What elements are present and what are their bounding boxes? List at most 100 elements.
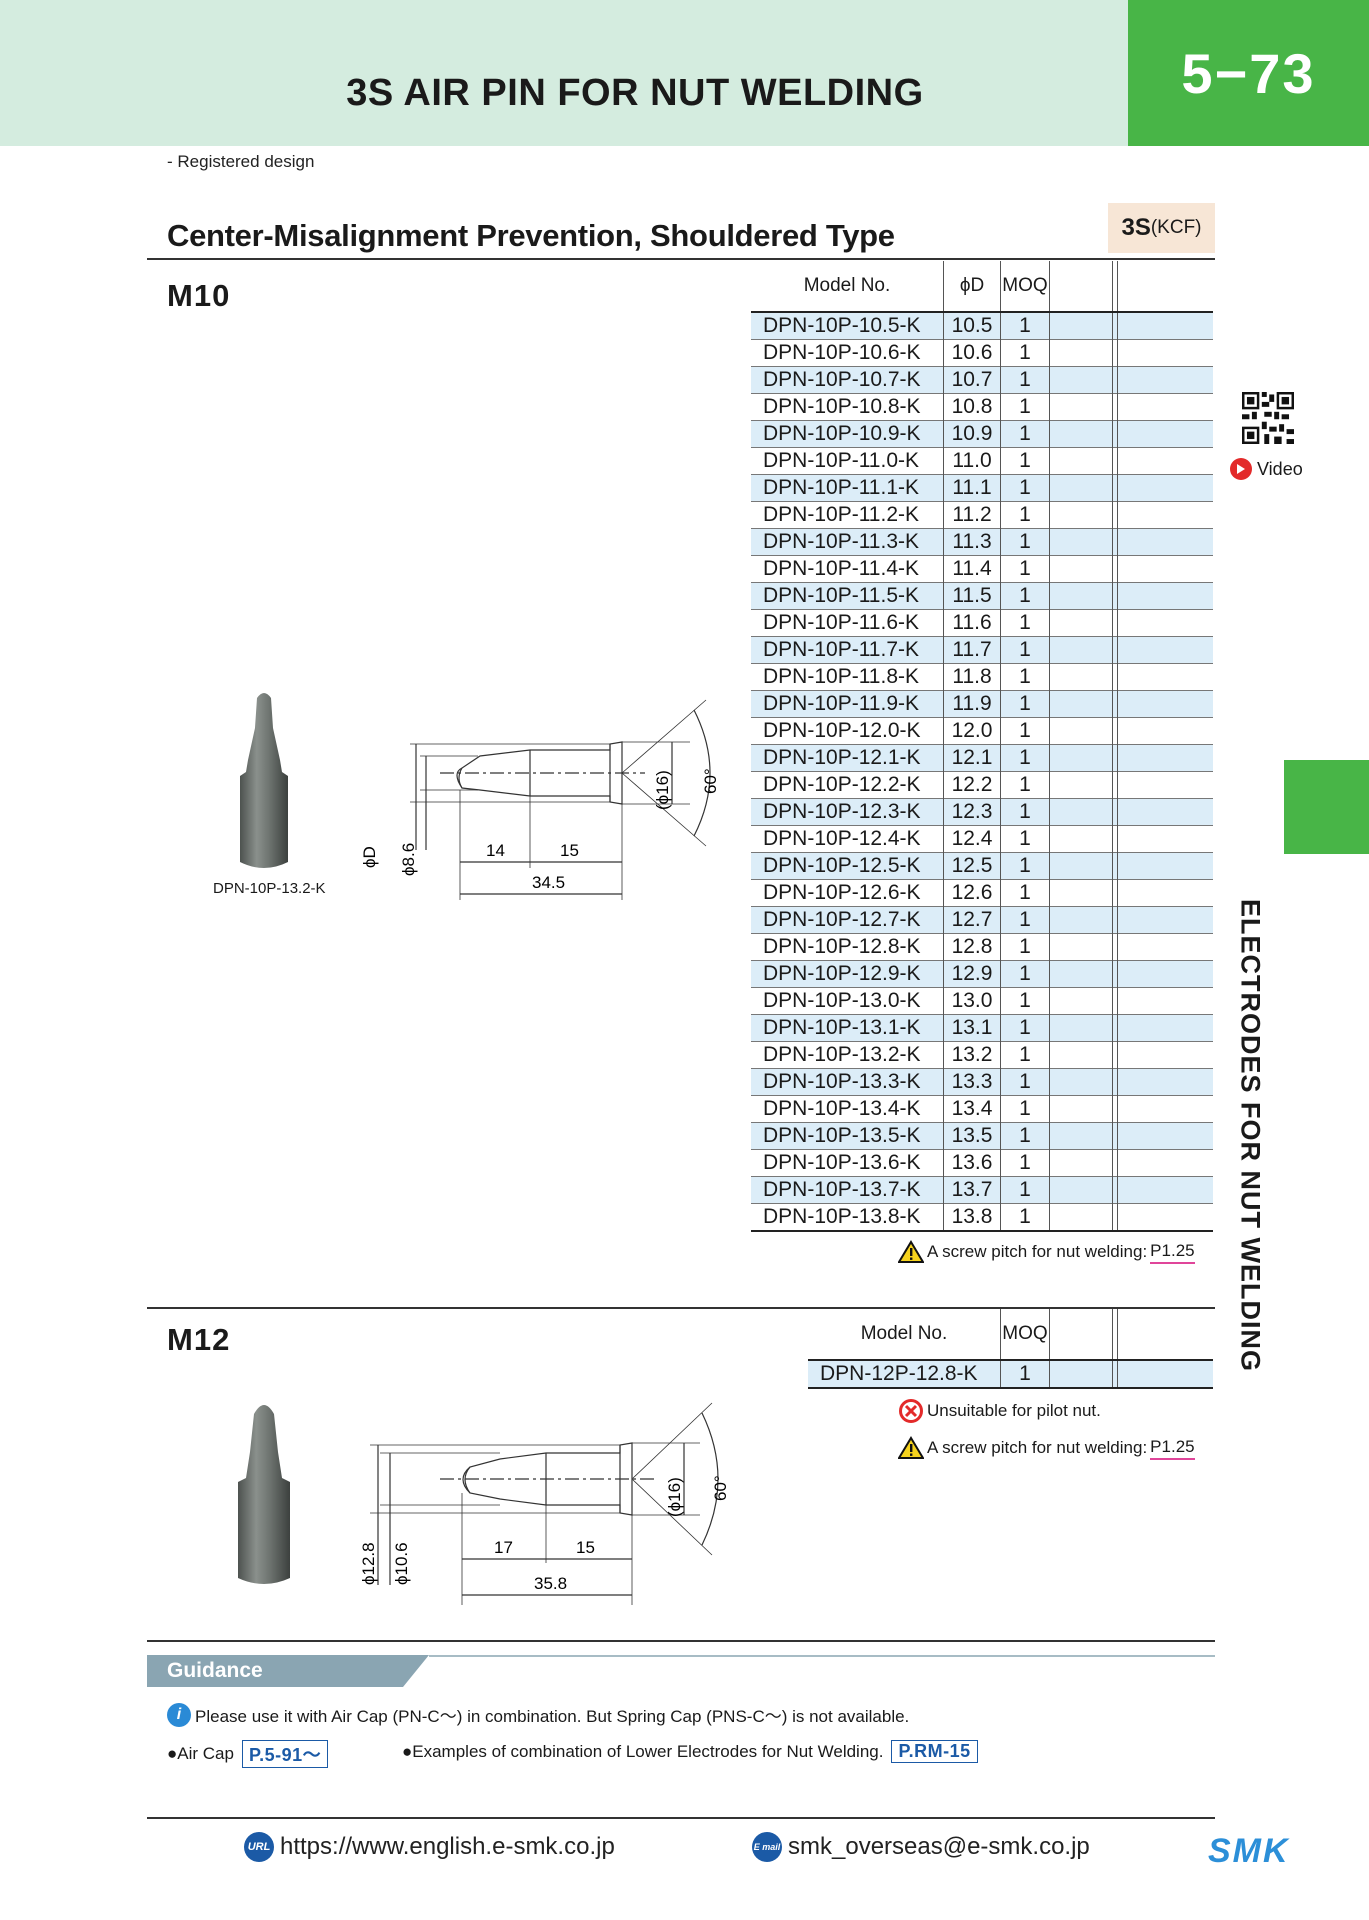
warning-icon bbox=[898, 1240, 924, 1263]
cell-dia: 10.5 bbox=[943, 311, 1001, 340]
cell-dia: 10.6 bbox=[943, 339, 1001, 367]
m10-label: M10 bbox=[167, 278, 231, 313]
cell-moq: 1 bbox=[1000, 663, 1050, 691]
m10-image-caption: DPN-10P-13.2-K bbox=[213, 880, 326, 897]
m10-dim-outer: ϕD bbox=[360, 846, 379, 868]
cell-model: DPN-10P-12.7-K bbox=[751, 906, 944, 934]
m12-technical-drawing: ϕ12.8 ϕ10.6 17 15 35.8 (ϕ16) 60° bbox=[360, 1402, 730, 1605]
cell-model: DPN-10P-12.4-K bbox=[751, 825, 944, 853]
m10-header-dia: ϕD bbox=[943, 261, 1001, 313]
cell-dia: 11.0 bbox=[943, 447, 1001, 475]
cell-model: DPN-10P-10.6-K bbox=[751, 339, 944, 367]
m12-label: M12 bbox=[167, 1322, 231, 1357]
cell-dia: 13.4 bbox=[943, 1095, 1001, 1123]
cell-moq: 1 bbox=[1000, 474, 1050, 502]
examples-page-link[interactable]: P.RM-15 bbox=[891, 1740, 978, 1763]
cell-moq: 1 bbox=[1000, 717, 1050, 745]
cell-moq: 1 bbox=[1000, 825, 1050, 853]
cell-moq: 1 bbox=[1000, 1068, 1050, 1096]
cell-model: DPN-10P-11.1-K bbox=[751, 474, 944, 502]
air-cap-reference: ●Air Cap P.5-91～ bbox=[167, 1740, 329, 1768]
m10-pitch-ref[interactable]: P1.25 bbox=[1150, 1241, 1195, 1264]
cell-moq: 1 bbox=[1000, 528, 1050, 556]
cell-model: DPN-10P-11.6-K bbox=[751, 609, 944, 637]
m10-dim-inner: ϕ8.6 bbox=[399, 843, 418, 876]
footer-email-text: smk_overseas@e-smk.co.jp bbox=[788, 1833, 1090, 1860]
cell-dia: 12.8 bbox=[943, 933, 1001, 961]
video-link[interactable]: Video bbox=[1230, 458, 1303, 480]
m10-pitch-note: A screw pitch for nut welding: P1.25 bbox=[898, 1240, 1195, 1264]
cell-dia: 10.7 bbox=[943, 366, 1001, 394]
m12-dim-head: (ϕ16) bbox=[665, 1477, 684, 1517]
page-number: 5−73 bbox=[1128, 0, 1369, 146]
guidance-bar bbox=[147, 1655, 1215, 1687]
cell-moq: 1 bbox=[1000, 366, 1050, 394]
cell-moq: 1 bbox=[1000, 987, 1050, 1015]
cell-moq: 1 bbox=[1000, 1041, 1050, 1069]
air-cap-page-link[interactable]: P.5-91～ bbox=[241, 1740, 329, 1768]
m12-header-model: Model No. bbox=[808, 1309, 1001, 1361]
cell-model: DPN-10P-11.0-K bbox=[751, 447, 944, 475]
cell-model: DPN-10P-13.1-K bbox=[751, 1014, 944, 1042]
m12-pitch-ref[interactable]: P1.25 bbox=[1150, 1437, 1195, 1460]
cell-model: DPN-12P-12.8-K bbox=[808, 1359, 1001, 1389]
cell-moq: 1 bbox=[1000, 798, 1050, 826]
cell-moq: 1 bbox=[1000, 555, 1050, 583]
cell-model: DPN-10P-13.3-K bbox=[751, 1068, 944, 1096]
footer-email[interactable]: E mail smk_overseas@e-smk.co.jp bbox=[752, 1832, 1090, 1862]
kcf-badge-sub: (KCF) bbox=[1150, 217, 1202, 238]
m10-technical-drawing: ϕD ϕ8.6 14 15 34.5 (ϕ16) 60° bbox=[360, 699, 720, 900]
cell-moq: 1 bbox=[1000, 1176, 1050, 1204]
header-band bbox=[0, 0, 1128, 146]
cell-moq: 1 bbox=[1000, 609, 1050, 637]
cell-dia: 11.5 bbox=[943, 582, 1001, 610]
cell-model: DPN-10P-11.4-K bbox=[751, 555, 944, 583]
cell-moq: 1 bbox=[1000, 906, 1050, 934]
cell-model: DPN-10P-12.8-K bbox=[751, 933, 944, 961]
cell-model: DPN-10P-13.5-K bbox=[751, 1122, 944, 1150]
play-icon bbox=[1230, 458, 1252, 480]
cell-dia: 12.7 bbox=[943, 906, 1001, 934]
cell-model: DPN-10P-13.6-K bbox=[751, 1149, 944, 1177]
cell-moq: 1 bbox=[1000, 852, 1050, 880]
cell-moq: 1 bbox=[1000, 1203, 1050, 1232]
footer-url[interactable]: URL https://www.english.e-smk.co.jp bbox=[244, 1832, 615, 1862]
cell-moq: 1 bbox=[1000, 420, 1050, 448]
cell-dia: 12.0 bbox=[943, 717, 1001, 745]
cell-dia: 11.8 bbox=[943, 663, 1001, 691]
m10-pitch-text: A screw pitch for nut welding: bbox=[927, 1242, 1148, 1261]
qr-code-icon[interactable] bbox=[1242, 392, 1294, 444]
cell-moq: 1 bbox=[1000, 636, 1050, 664]
cell-model: DPN-10P-12.1-K bbox=[751, 744, 944, 772]
cell-model: DPN-10P-13.7-K bbox=[751, 1176, 944, 1204]
examples-text: ●Examples of combination of Lower Electr… bbox=[402, 1741, 884, 1761]
cell-moq: 1 bbox=[1000, 1122, 1050, 1150]
cell-moq: 1 bbox=[1000, 879, 1050, 907]
guidance-divider bbox=[147, 1640, 1215, 1642]
cell-dia: 11.4 bbox=[943, 555, 1001, 583]
mail-icon: E mail bbox=[752, 1832, 782, 1862]
cell-dia: 13.3 bbox=[943, 1068, 1001, 1096]
m12-unsuitable-text: Unsuitable for pilot nut. bbox=[927, 1401, 1101, 1420]
cell-moq: 1 bbox=[1000, 1359, 1050, 1389]
cell-model: DPN-10P-13.0-K bbox=[751, 987, 944, 1015]
examples-reference: ●Examples of combination of Lower Electr… bbox=[402, 1740, 978, 1763]
cell-dia: 13.8 bbox=[943, 1203, 1001, 1232]
cell-dia: 12.9 bbox=[943, 960, 1001, 988]
section-title: Center-Misalignment Prevention, Shoulder… bbox=[167, 218, 895, 253]
kcf-badge-main: 3S bbox=[1121, 214, 1151, 241]
